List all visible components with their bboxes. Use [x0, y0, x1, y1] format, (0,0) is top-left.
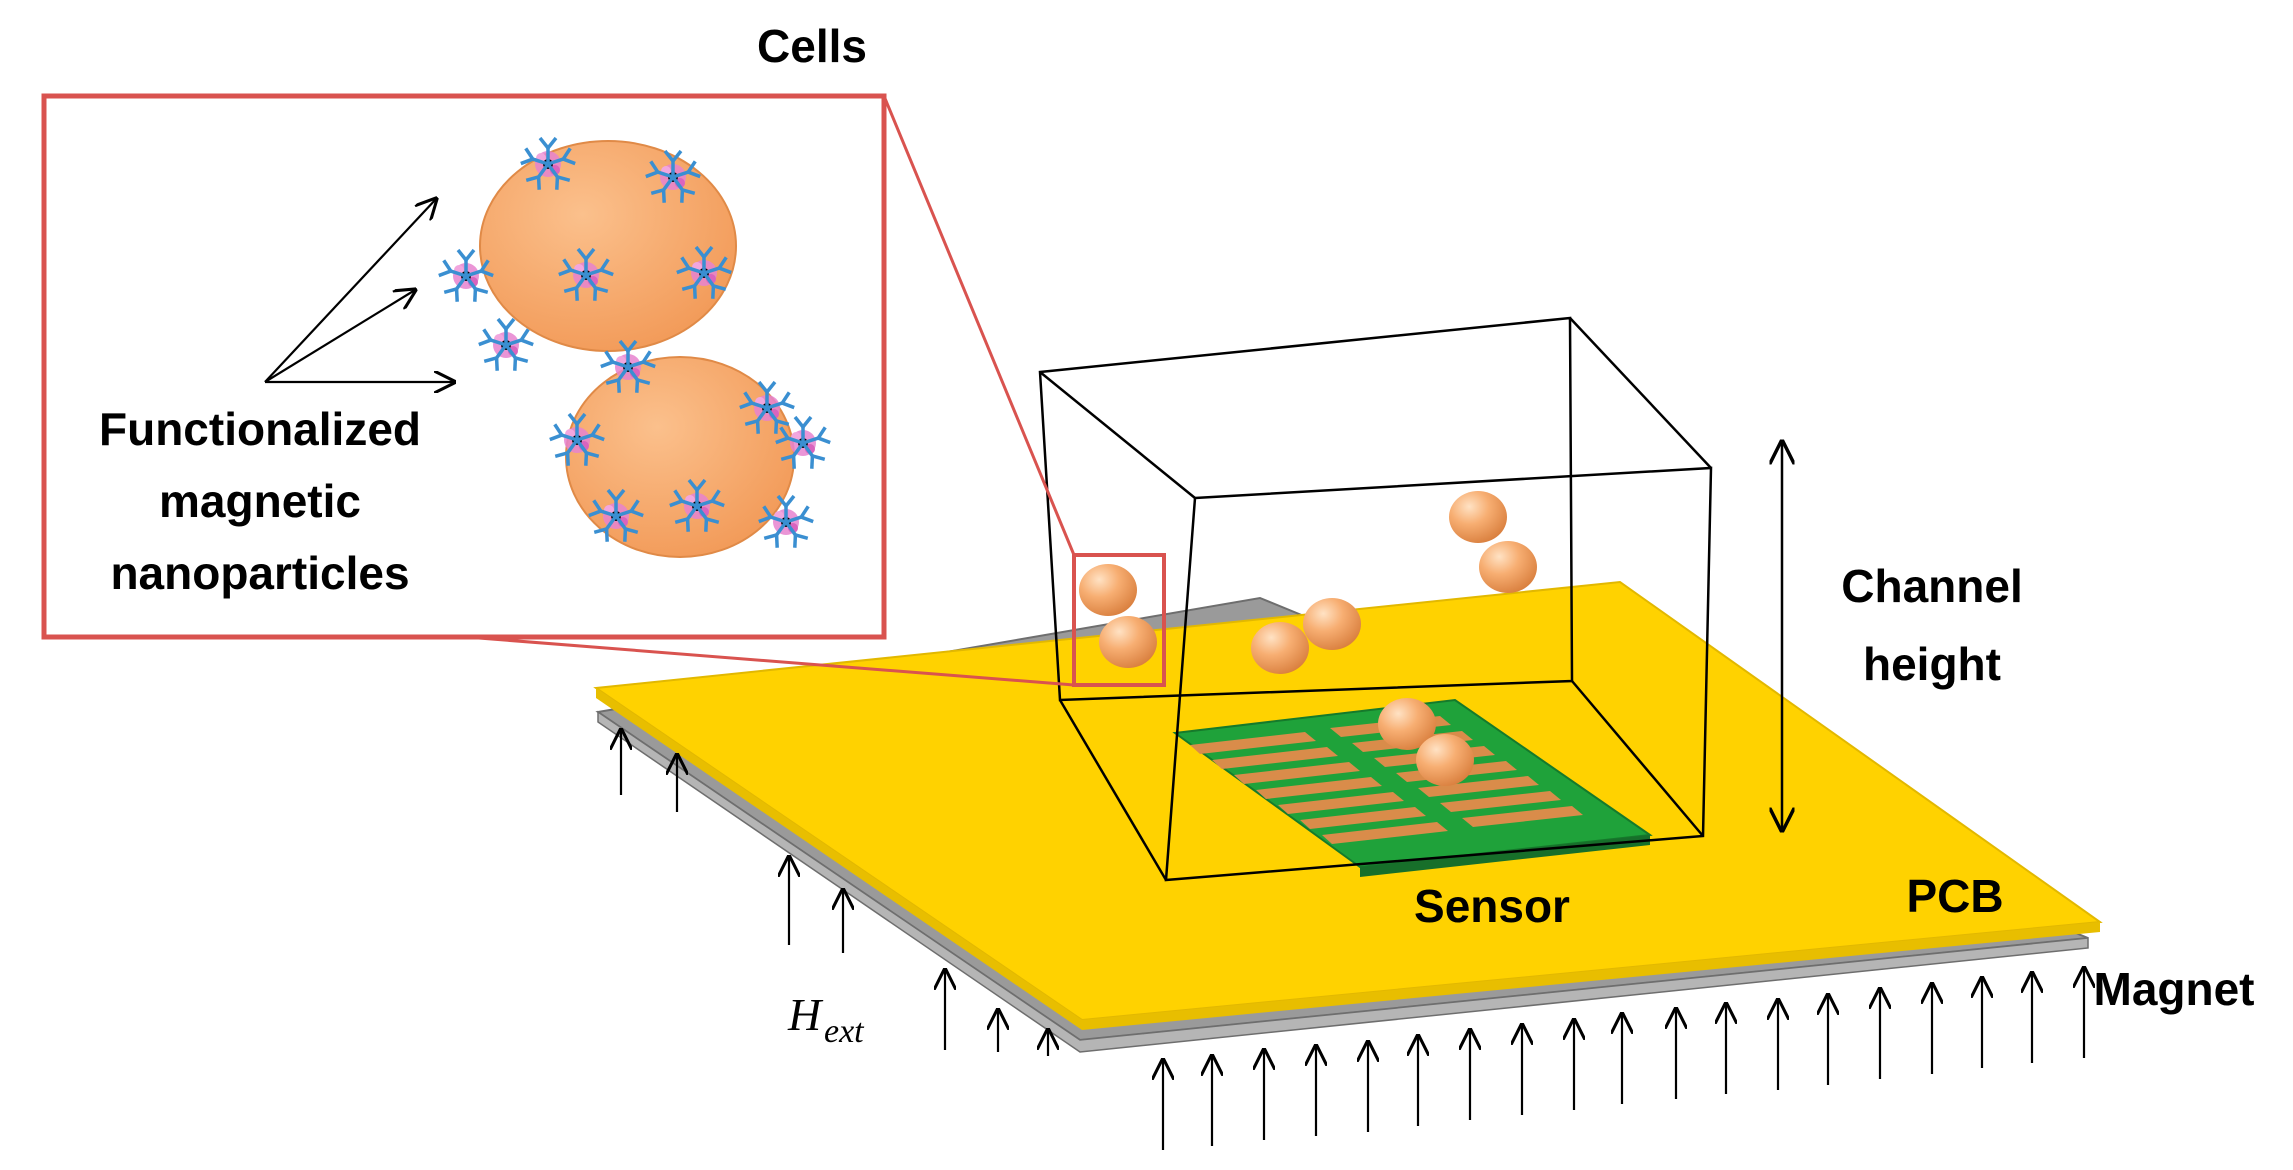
h-ext-label: H ext	[787, 989, 865, 1050]
cell	[1378, 698, 1436, 750]
cell	[1099, 616, 1157, 668]
cells-label: Cells	[757, 20, 867, 72]
magnet-plate-edge	[597, 710, 2089, 1053]
cells	[1079, 491, 1537, 786]
magnet-label: Magnet	[2094, 963, 2255, 1015]
cell	[1479, 541, 1537, 593]
large-cell	[479, 140, 737, 352]
cell	[1079, 564, 1137, 616]
functionalized-label-line2: magnetic	[159, 475, 361, 527]
large-cell	[565, 356, 795, 558]
field-arrows-bottom	[1163, 968, 2084, 1150]
channel-box	[1038, 316, 1713, 882]
h-ext-symbol: H	[787, 989, 824, 1040]
h-ext-subscript: ext	[824, 1013, 865, 1050]
functionalized-label-line3: nanoparticles	[110, 547, 409, 599]
channel-height-label-line1: Channel	[1841, 560, 2022, 612]
sensor-label: Sensor	[1414, 880, 1570, 932]
zoom-connectors	[465, 95, 1076, 687]
pcb-label: PCB	[1906, 870, 2003, 922]
channel-height-label-line2: height	[1863, 638, 2001, 690]
zoom-source-box	[1072, 553, 1166, 687]
cell	[1416, 734, 1474, 786]
cell	[1303, 598, 1361, 650]
cell	[1449, 491, 1507, 543]
functionalized-label-line1: Functionalized	[99, 403, 421, 455]
cell	[1251, 622, 1309, 674]
field-arrows-left	[621, 730, 1048, 1056]
inset-arrows	[264, 199, 454, 382]
inset-box	[41, 93, 887, 640]
